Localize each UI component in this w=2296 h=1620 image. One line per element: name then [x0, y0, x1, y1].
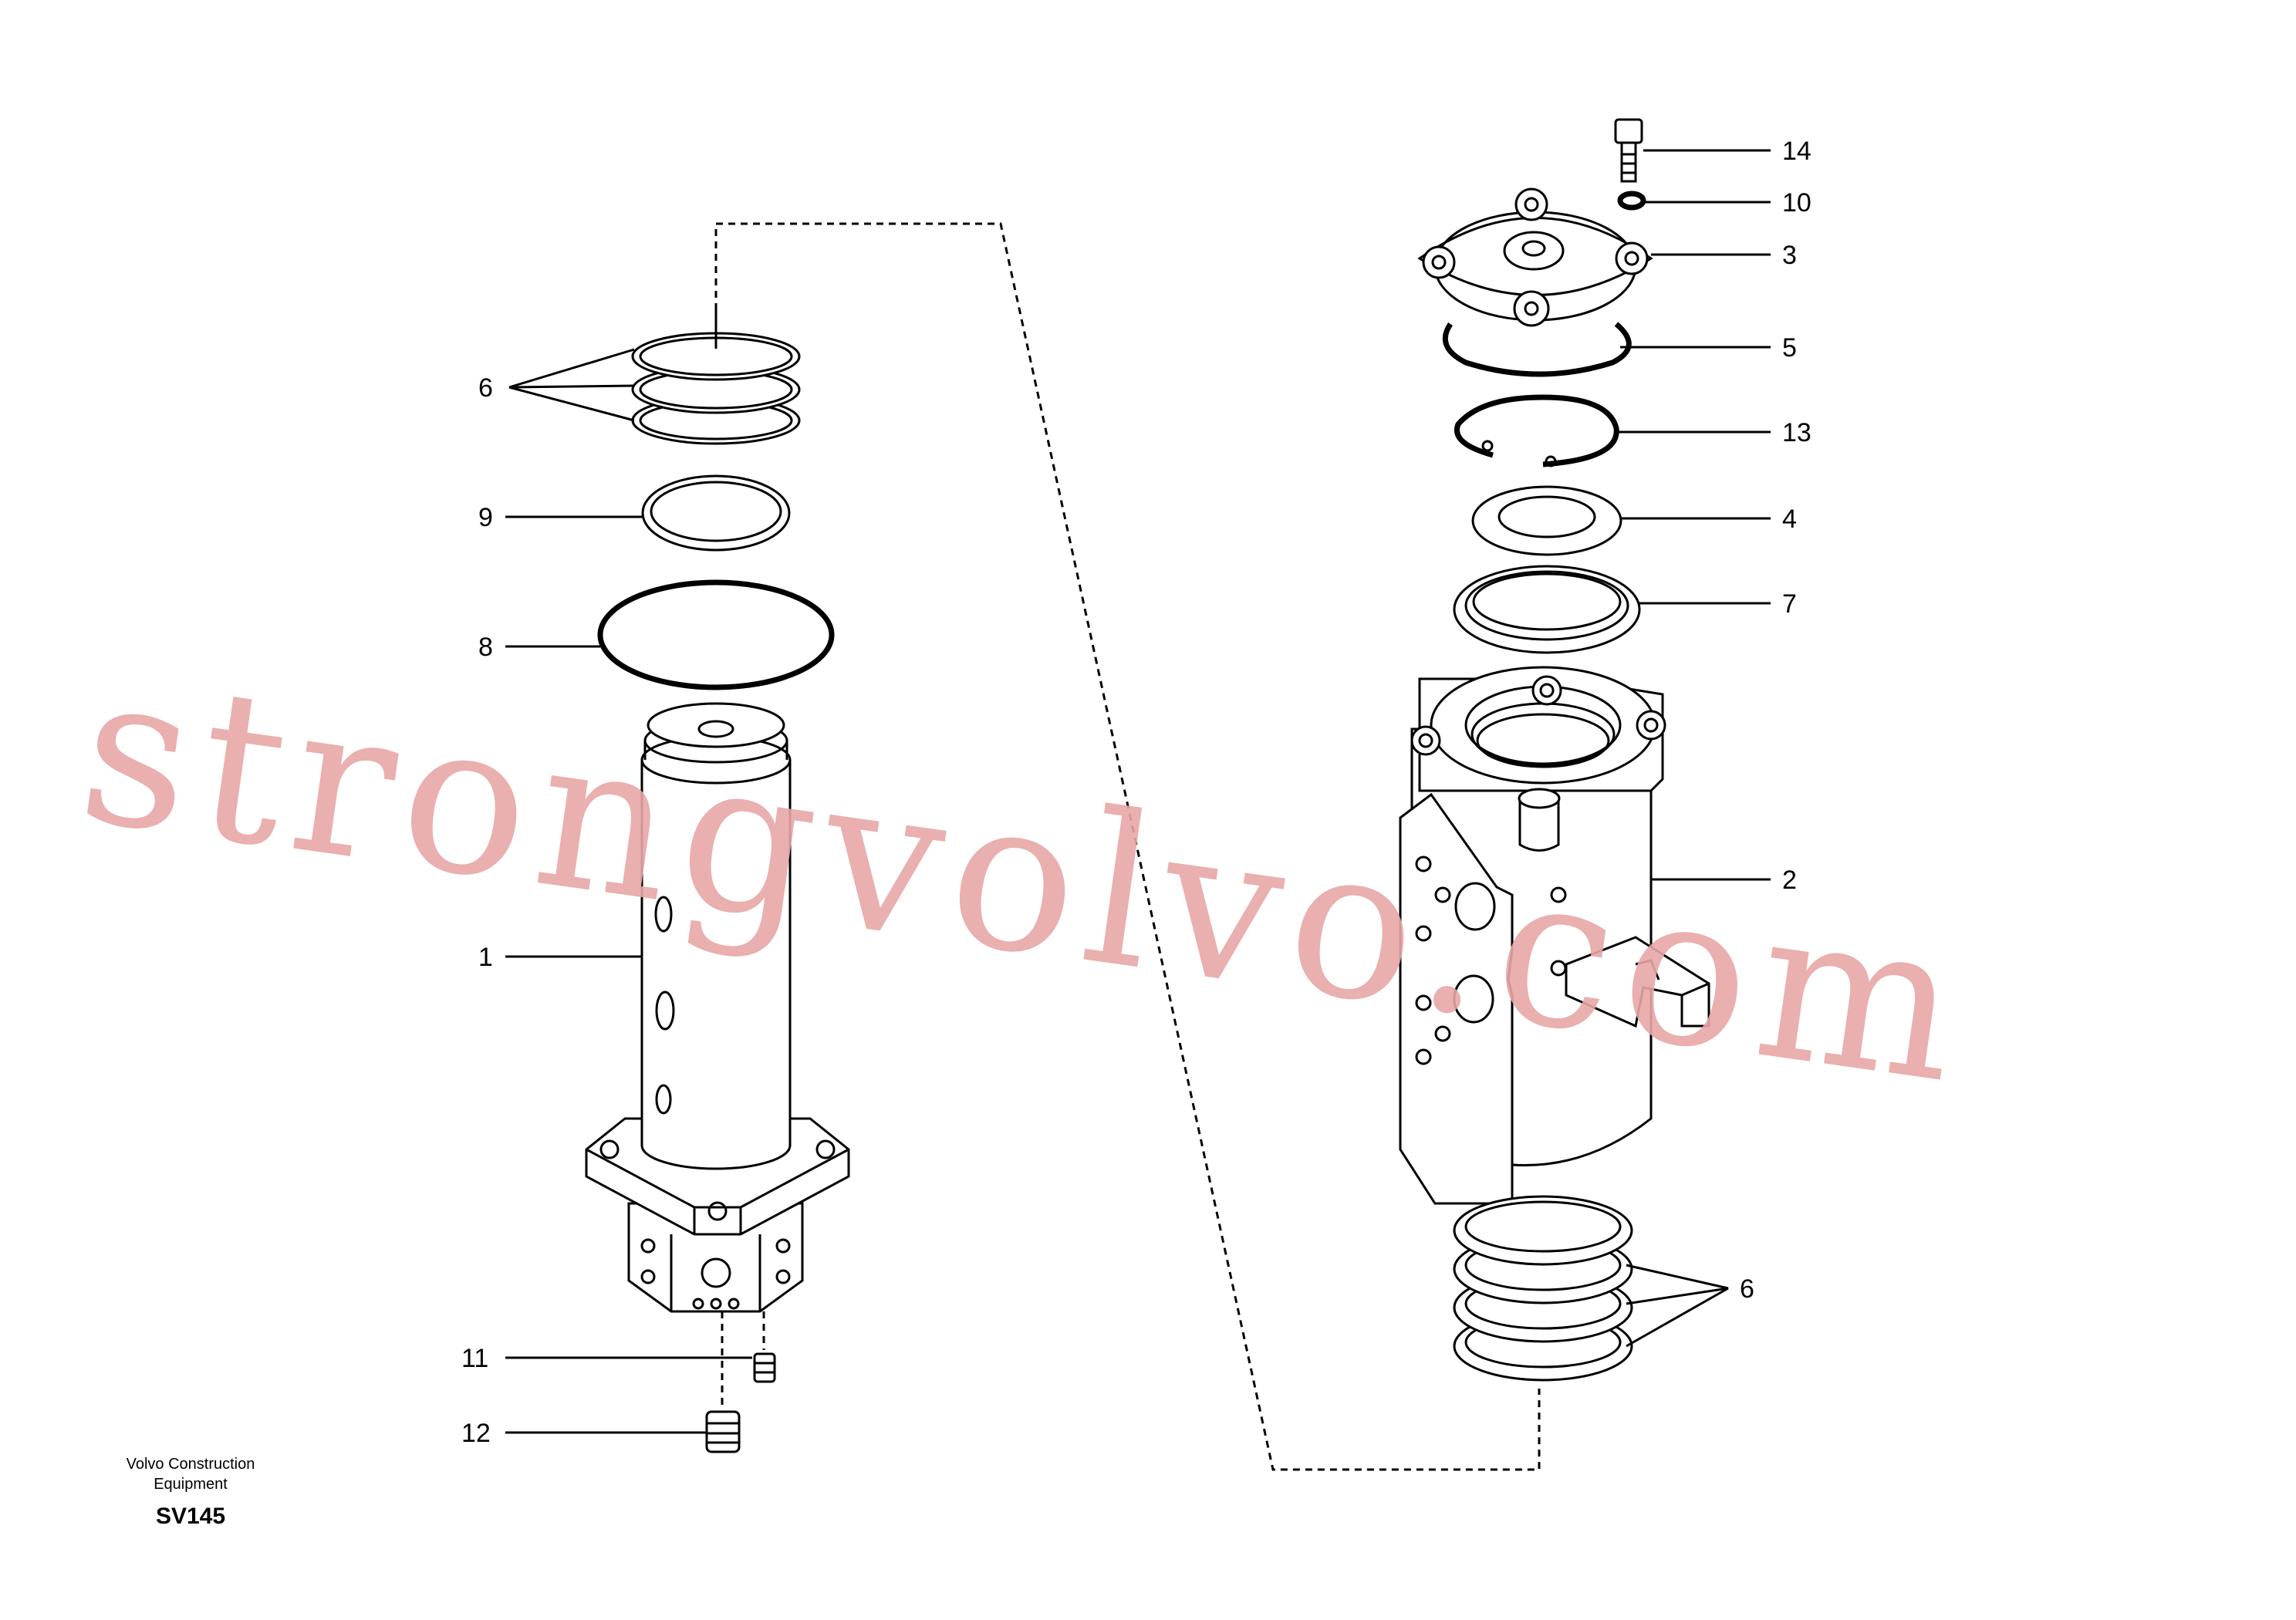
callout-7: 7 [1782, 589, 1797, 619]
part-14-bolt [1614, 118, 1643, 183]
callout-14: 14 [1782, 137, 1811, 166]
part-3-cover [1417, 187, 1653, 327]
callout-3: 3 [1782, 241, 1797, 270]
part-10-washer [1617, 191, 1646, 211]
part-6-right-seal-rings [1453, 1195, 1633, 1382]
part-9-ring [641, 474, 791, 552]
callout-6-right: 6 [1740, 1274, 1754, 1304]
callout-9: 9 [478, 503, 493, 532]
part-6-left-seal-rings [631, 309, 801, 445]
part-12-plug [705, 1311, 741, 1453]
callout-10: 10 [1782, 188, 1811, 218]
watermark-text: strongvolvo.com [68, 626, 1984, 1131]
callout-11: 11 [461, 1344, 488, 1373]
callout-6-left: 6 [478, 373, 493, 403]
part-2-swivel-housing [1399, 666, 1710, 1205]
brand-line-2: Equipment [154, 1476, 228, 1493]
callout-4: 4 [1782, 505, 1797, 534]
part-13-circlip [1454, 394, 1619, 467]
part-1-center-joint-shaft [585, 702, 850, 1313]
callout-2: 2 [1782, 866, 1797, 895]
brand-line-1: Volvo Construction [127, 1456, 255, 1473]
part-11-plug [753, 1311, 776, 1383]
callout-8: 8 [478, 633, 493, 662]
part-4-thrust-washer [1471, 485, 1622, 556]
assembly-dash-line [714, 222, 1541, 1471]
callout-labels: 14 10 3 5 13 4 7 2 6 6 9 8 1 11 12 [461, 137, 1811, 1448]
diagram-code: SV145 [156, 1504, 225, 1529]
part-7-ring [1453, 565, 1641, 654]
part-8-o-ring [597, 579, 835, 690]
callout-12: 12 [461, 1419, 491, 1448]
part-5-retaining-ring [1442, 322, 1632, 377]
leader-lines [505, 149, 1771, 1434]
callout-5: 5 [1782, 333, 1797, 363]
callout-13: 13 [1782, 418, 1811, 447]
callout-1: 1 [478, 943, 493, 972]
